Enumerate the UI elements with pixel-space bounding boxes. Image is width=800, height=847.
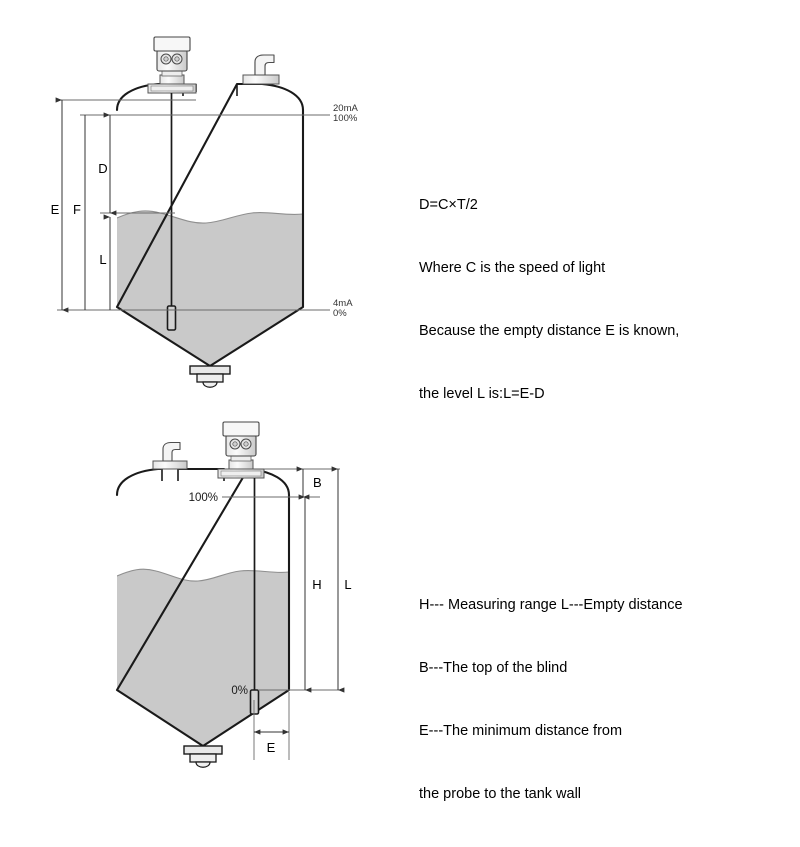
formula-line-2: Where C is the speed of light xyxy=(419,260,606,276)
nozzle-flange-bottom xyxy=(152,460,188,470)
diagram-canvas: E F D L 20mA 100% 4mA 0% xyxy=(51,36,683,802)
sensor-cap-right-inner-bottom xyxy=(243,441,249,447)
scale-0-percent-label-top: 0% xyxy=(333,308,347,319)
sensor-display-hood-bottom xyxy=(222,421,260,437)
dim-label-H-bottom: H xyxy=(312,577,321,592)
nozzle-elbow-body-top xyxy=(254,54,275,76)
formula-line-1: D=C×T/2 xyxy=(419,197,478,213)
probe-end-weight-top xyxy=(166,305,177,331)
sensor-flange-inner-top xyxy=(150,85,194,92)
dim-label-F-top: F xyxy=(73,202,81,217)
sensor-cap-right-inner-top xyxy=(174,56,180,62)
tank-bottom-liquid xyxy=(117,568,289,746)
sensor-cap-left-inner-top xyxy=(163,56,169,62)
scale-20mA-label: 20mA xyxy=(333,103,358,114)
nozzle-elbow-body-bottom xyxy=(162,441,181,462)
dim-label-E-top: E xyxy=(51,202,60,217)
drain-outlet-top xyxy=(202,381,218,388)
dim-label-D-top: D xyxy=(98,161,107,176)
sensor-flange-inner-bottom xyxy=(220,470,262,477)
formula-line-4: the level L is:L=E-D xyxy=(419,386,545,402)
dim-label-B-bottom: B xyxy=(313,475,322,490)
elbow-pipe-nozzle-bottom xyxy=(152,441,188,470)
scale-0-percent-label-bottom: 0% xyxy=(231,685,248,697)
radar-level-sensor-top[interactable] xyxy=(147,36,197,94)
technical-diagram-svg: E F D L 20mA 100% 4mA 0% xyxy=(51,36,358,768)
scale-4mA-label: 4mA xyxy=(333,298,353,309)
drain-flange-upper-top xyxy=(189,365,231,375)
tank-bottom-nozzle-stub-left xyxy=(161,469,179,481)
sensor-display-hood-top xyxy=(153,36,191,52)
bottom-drain-valve-top xyxy=(189,365,231,388)
legend-line-1: H--- Measuring range L---Empty distance xyxy=(419,597,683,613)
legend-line-4: the probe to the tank wall xyxy=(419,786,582,802)
sensor-cap-left-inner-bottom xyxy=(232,441,238,447)
drain-outlet-bottom xyxy=(195,761,211,768)
drain-body-top xyxy=(196,373,224,383)
dim-label-L-bottom: L xyxy=(344,577,351,592)
legend-text-block: H--- Measuring range L---Empty distance … xyxy=(419,553,683,847)
drain-body-bottom xyxy=(189,753,217,763)
tank-diagram-top: E F D L 20mA 100% 4mA 0% xyxy=(51,36,358,388)
dim-label-E-bottom: E xyxy=(267,740,276,755)
scale-100-percent-label-bottom: 100% xyxy=(189,492,218,504)
formula-line-3: Because the empty distance E is known, xyxy=(419,323,680,339)
tank-diagram-bottom: B H L E 100% 0% xyxy=(115,421,352,768)
tank-top-liquid xyxy=(117,210,303,366)
legend-line-3: E---The minimum distance from xyxy=(419,723,623,739)
nozzle-elbow-inner2-top xyxy=(264,61,274,75)
dim-label-L-top: L xyxy=(99,252,106,267)
legend-line-2: B---The top of the blind xyxy=(419,660,568,676)
nozzle-flange-top xyxy=(242,74,280,85)
elbow-pipe-nozzle-top xyxy=(242,54,280,85)
scale-100-percent-label-top: 100% xyxy=(333,113,358,124)
drain-flange-upper-bottom xyxy=(183,745,223,755)
formula-text-block: D=C×T/2 Where C is the speed of light Be… xyxy=(419,153,679,447)
probe-end-weight-bottom xyxy=(249,689,260,715)
radar-level-sensor-bottom[interactable] xyxy=(217,421,265,479)
bottom-drain-valve-bottom xyxy=(183,745,223,768)
